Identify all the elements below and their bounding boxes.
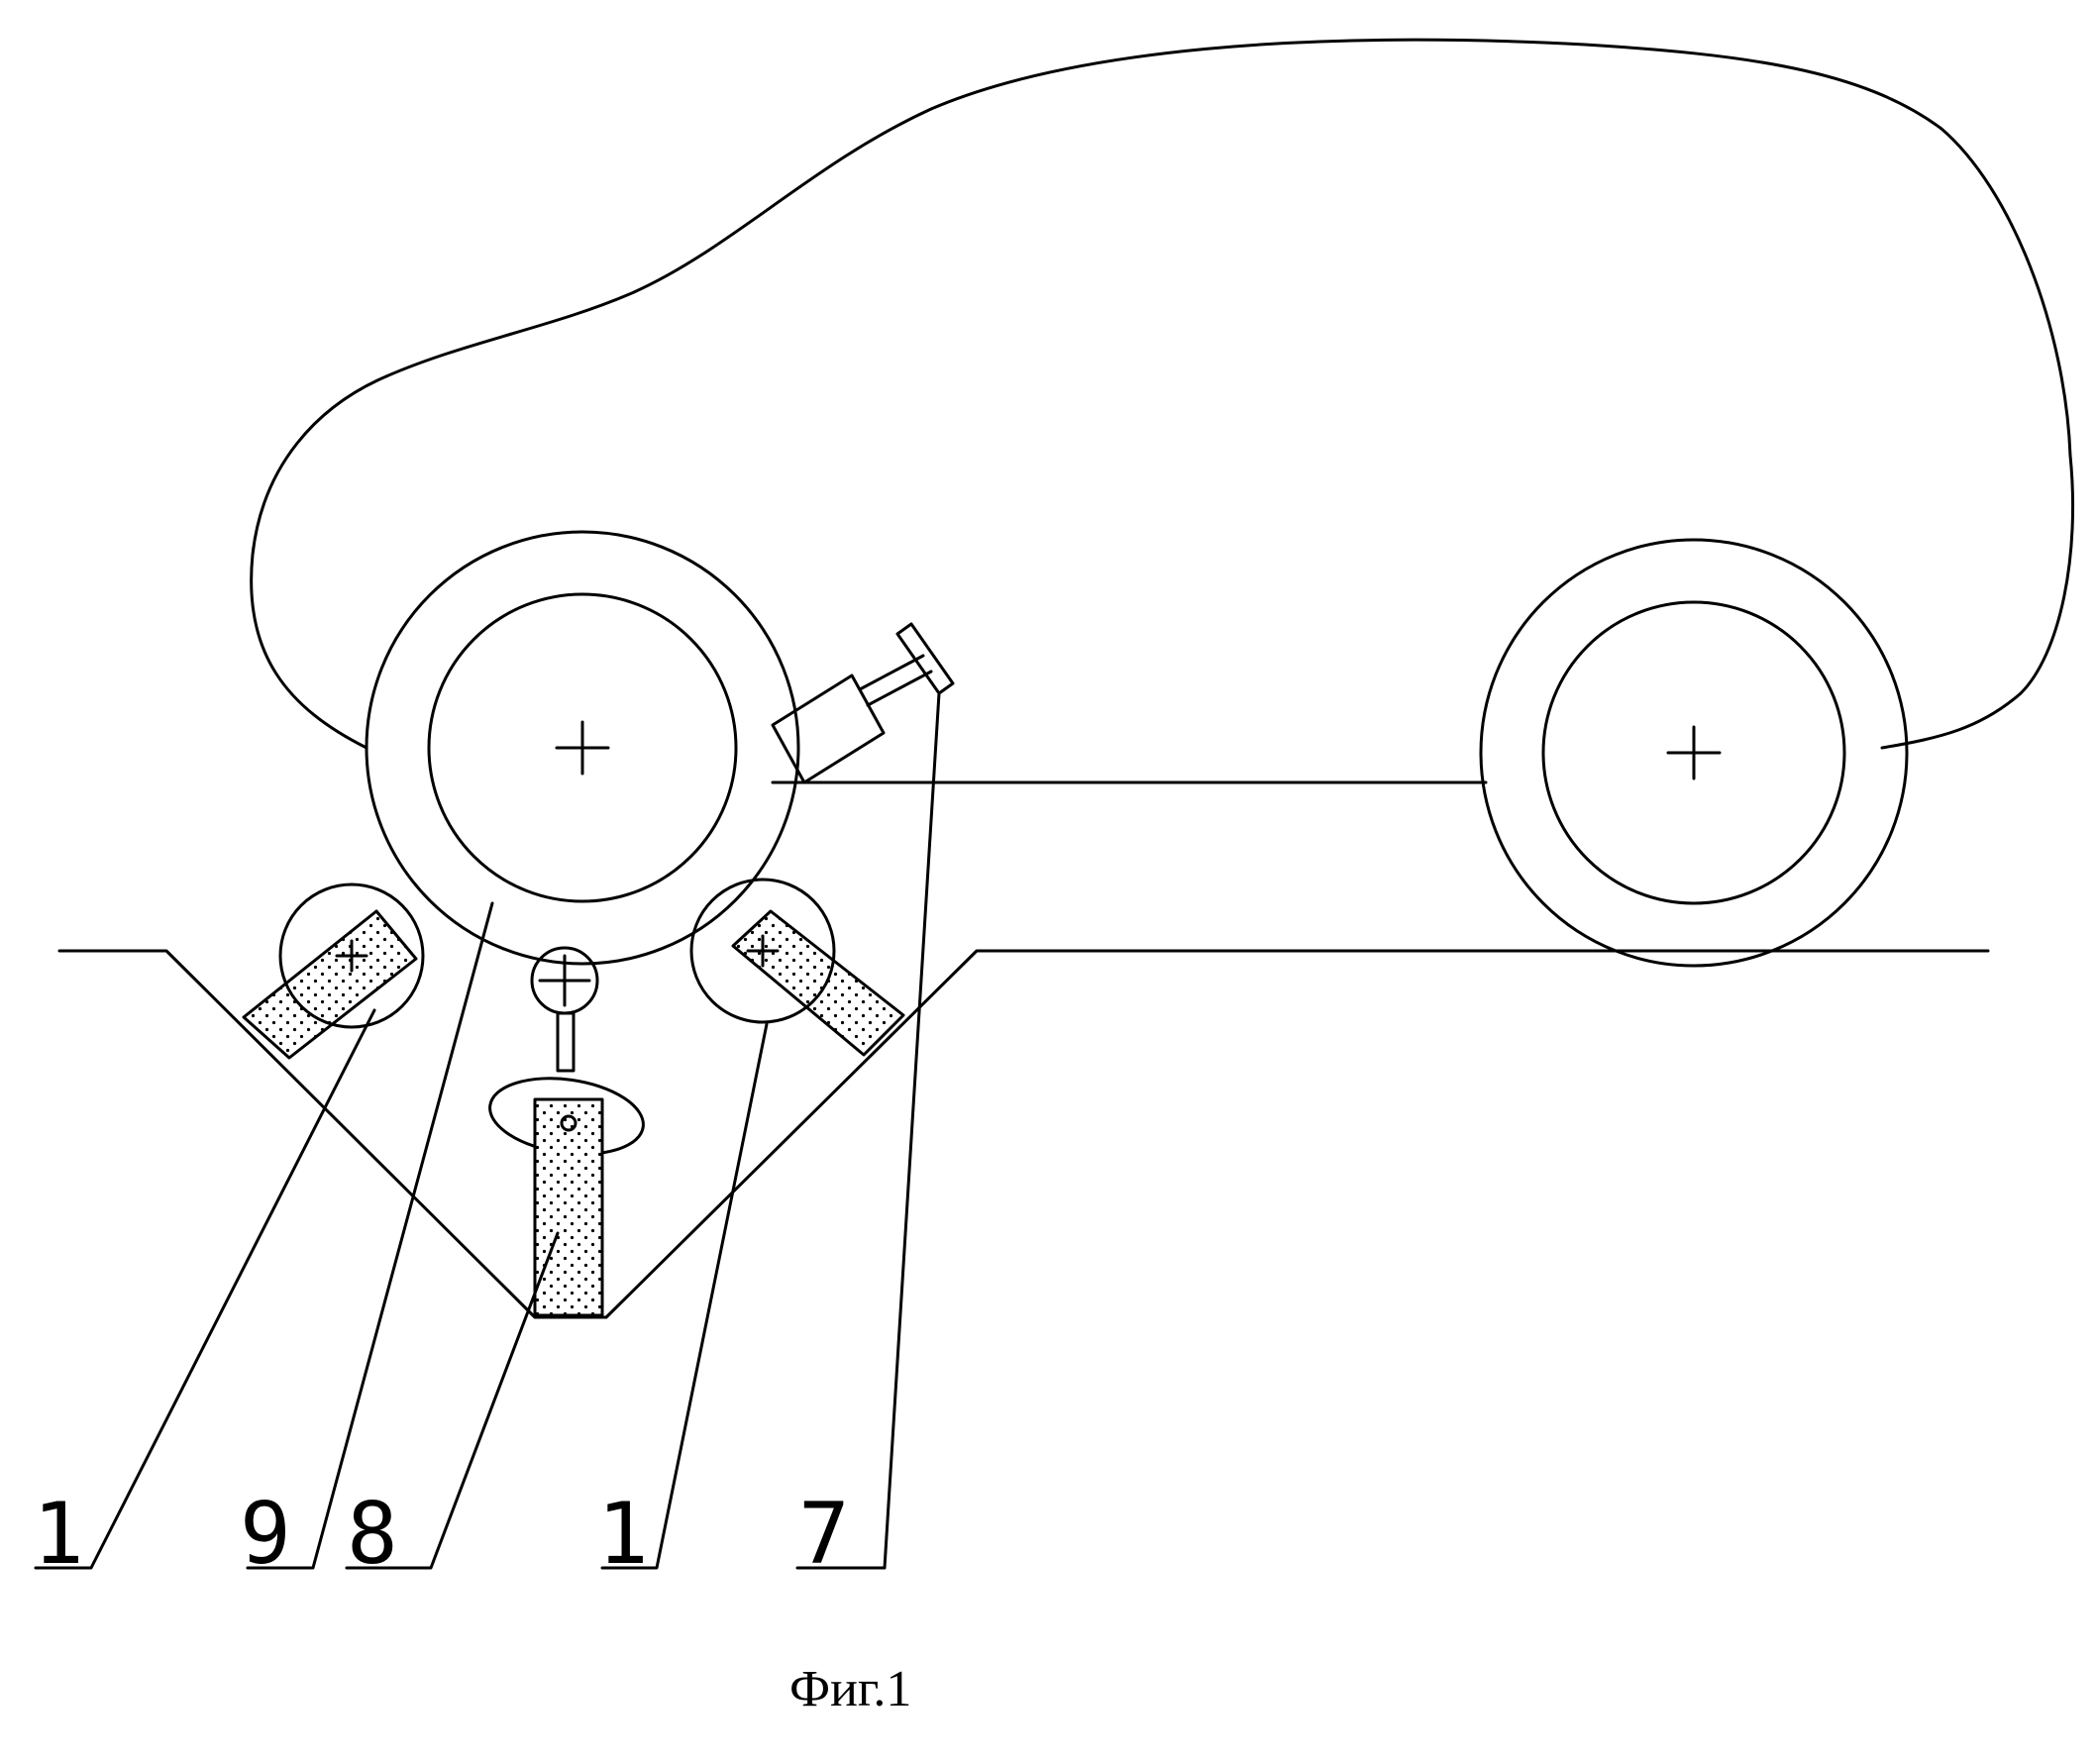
callout-7: 7 bbox=[798, 1485, 850, 1584]
device-7-actuator bbox=[773, 624, 953, 782]
car-body-outline bbox=[252, 40, 2073, 748]
left-roller-support bbox=[244, 911, 416, 1058]
rear-wheel bbox=[1481, 540, 1907, 966]
right-roller-support bbox=[733, 911, 903, 1055]
leader-7 bbox=[797, 693, 939, 1568]
leader-lines bbox=[36, 693, 939, 1568]
actuator-pad bbox=[897, 624, 953, 693]
leader-1-left bbox=[36, 1010, 374, 1568]
center-lift-post bbox=[535, 1099, 602, 1315]
callout-1-left: 1 bbox=[33, 1485, 84, 1584]
actuator-cylinder bbox=[773, 675, 884, 782]
left-roller-assembly bbox=[244, 884, 423, 1058]
callout-8: 8 bbox=[347, 1485, 398, 1584]
actuator-rod-upper bbox=[860, 656, 923, 689]
callout-1-right: 1 bbox=[597, 1485, 649, 1584]
center-lift-assembly bbox=[485, 948, 649, 1315]
callout-9: 9 bbox=[240, 1485, 291, 1584]
rear-hub-cross-icon bbox=[1668, 727, 1720, 778]
figure-caption: Фиг.1 bbox=[789, 1661, 911, 1717]
actuator-rod-lower bbox=[868, 672, 931, 705]
center-roller-stem bbox=[558, 1013, 574, 1071]
right-roller-assembly bbox=[691, 880, 903, 1055]
front-hub-cross-icon bbox=[557, 722, 608, 774]
front-wheel bbox=[367, 532, 798, 964]
